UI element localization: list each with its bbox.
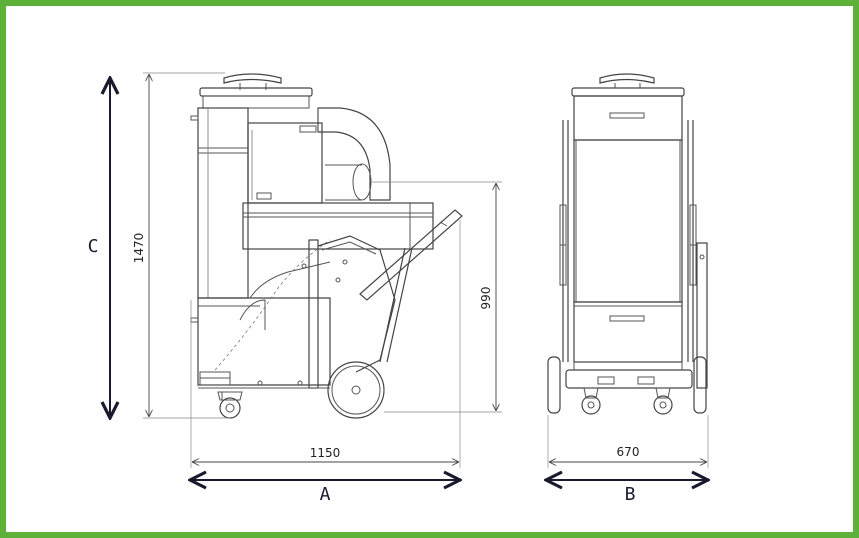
dim-670-label: 670 [617, 445, 640, 459]
arrow-b: B [546, 480, 708, 505]
letter-b: B [625, 484, 636, 505]
dimension-1150: 1150 [190, 220, 461, 468]
letter-c: C [88, 236, 99, 257]
dimension-990: 990 [372, 181, 502, 413]
dim-1470-label: 1470 [132, 233, 146, 264]
dim-990-label: 990 [479, 287, 493, 310]
dimension-670: 670 [547, 415, 709, 468]
arrow-c: C [88, 78, 110, 418]
dimension-1470: 1470 [132, 72, 230, 419]
front-view [547, 73, 708, 415]
arrow-a: A [190, 480, 460, 505]
letter-a: A [320, 484, 331, 505]
side-view [190, 73, 463, 419]
dim-1150-label: 1150 [310, 446, 341, 460]
